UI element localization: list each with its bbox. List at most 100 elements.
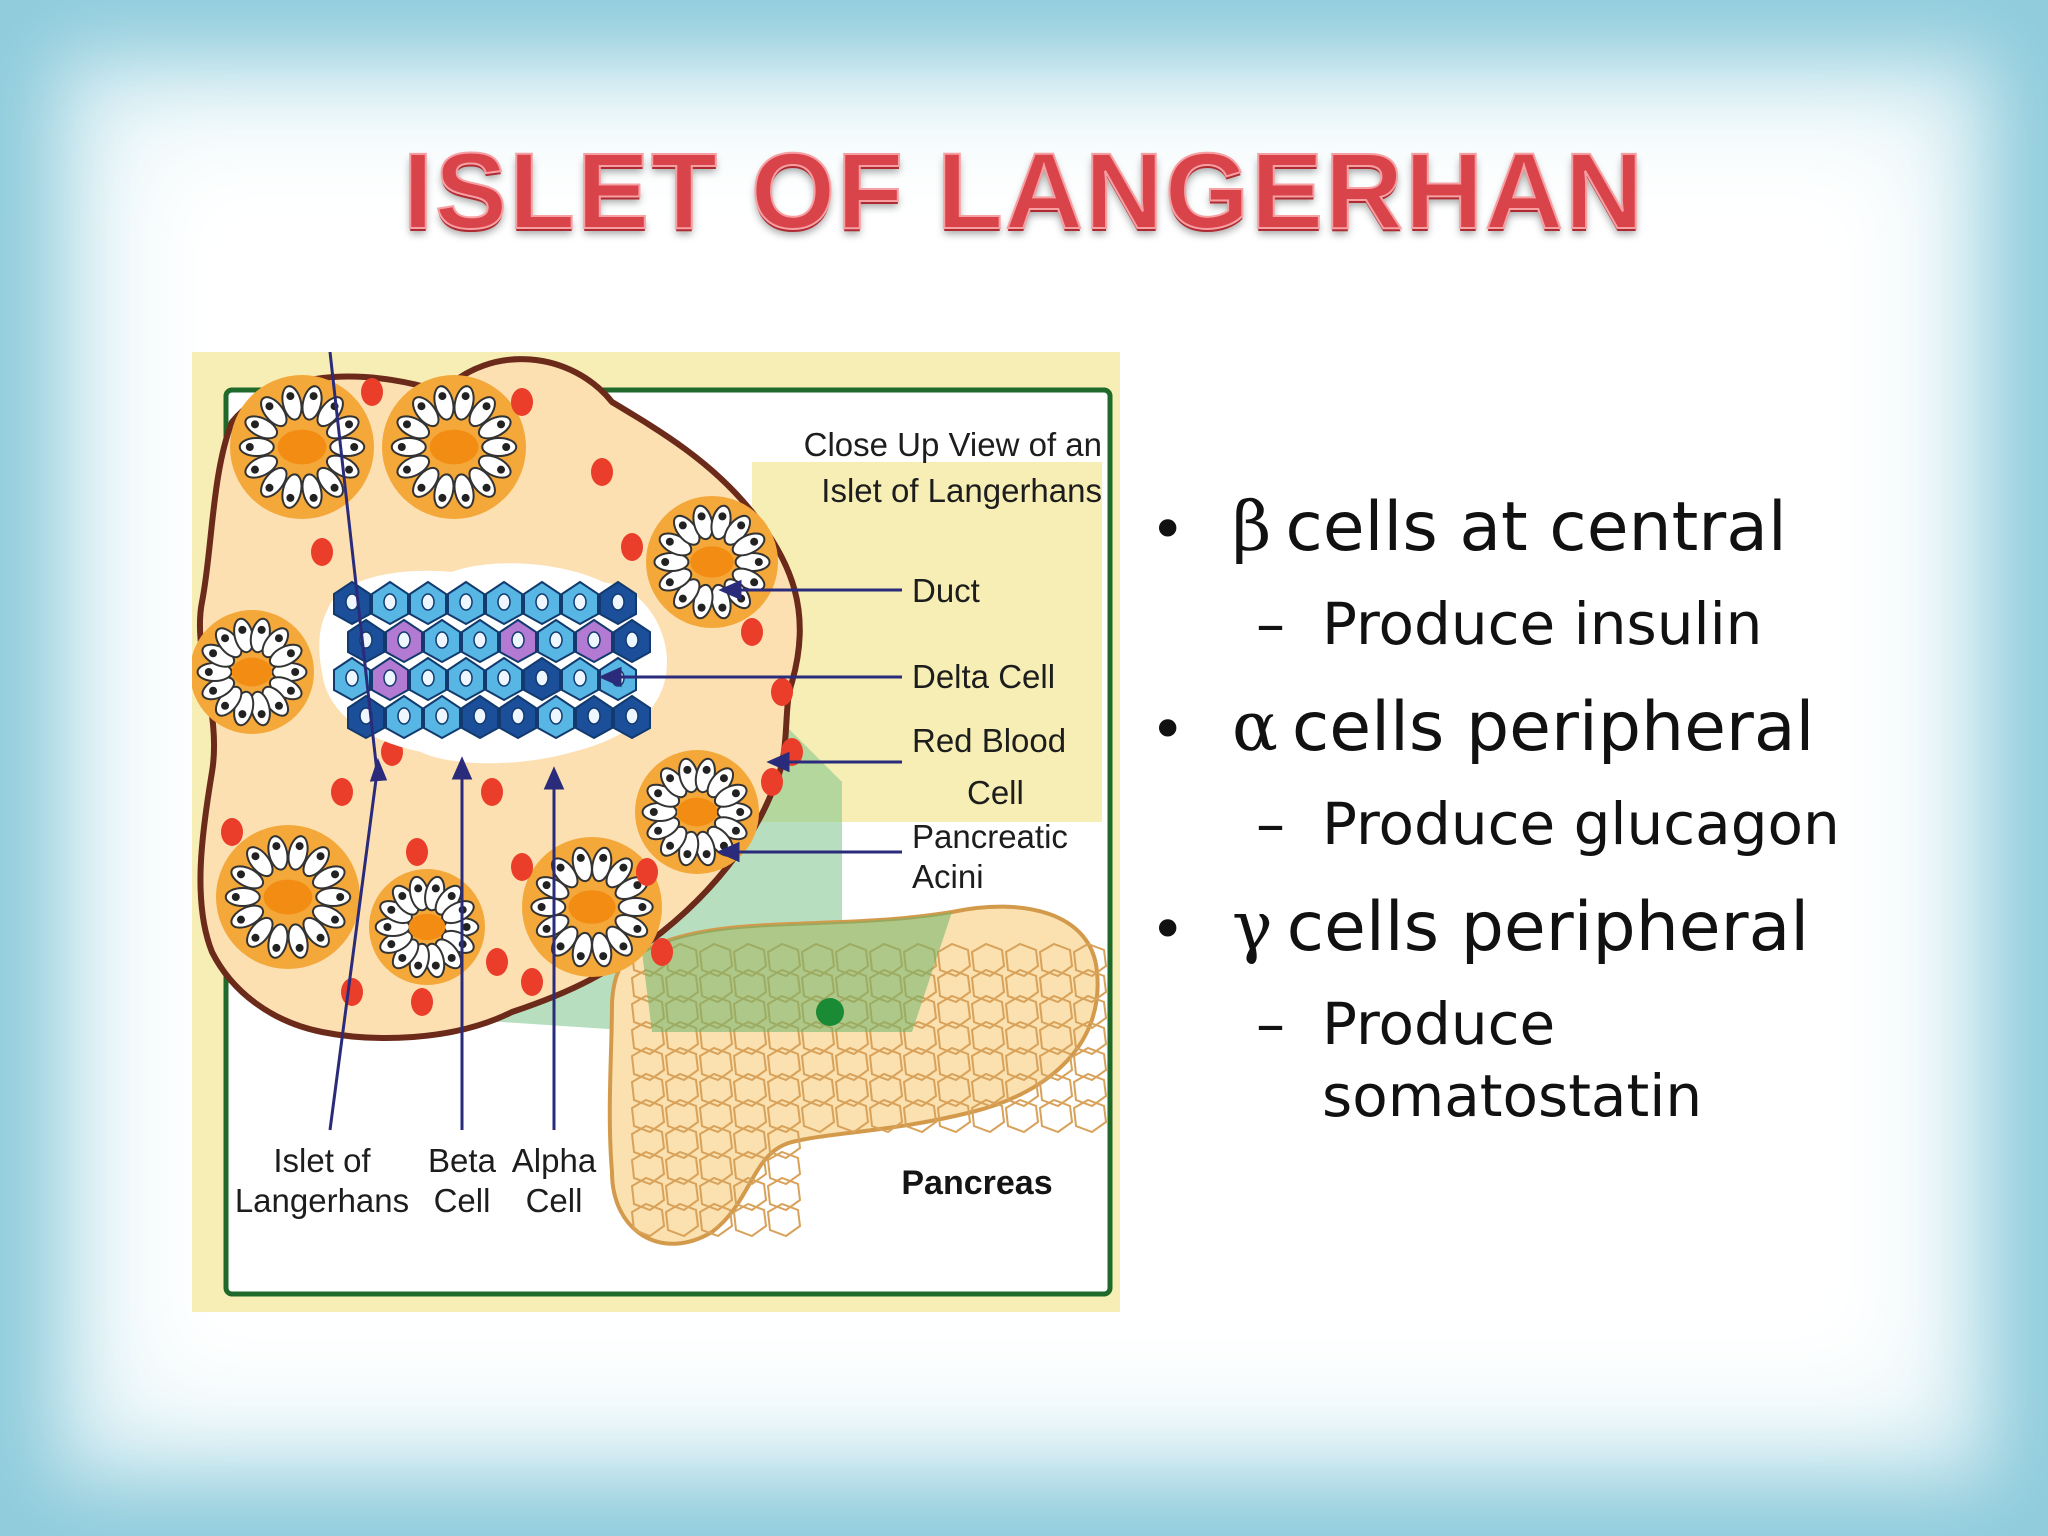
acinar-cell <box>224 887 261 907</box>
red-blood-cell <box>331 778 353 806</box>
pancreas-lobule <box>902 1020 938 1056</box>
red-blood-cell <box>311 538 333 566</box>
pancreas-lobule <box>766 1202 802 1238</box>
pancreas-lobule <box>664 1072 700 1108</box>
acinus-lumen <box>408 913 446 941</box>
acinar-nucleus <box>238 710 247 719</box>
islet-nucleus <box>421 669 435 687</box>
acinar-nucleus <box>383 923 392 931</box>
greek-symbol: β <box>1232 488 1272 567</box>
red-blood-cell <box>761 768 783 796</box>
islet-pointer <box>328 352 379 773</box>
acinar-nucleus <box>537 903 546 911</box>
pancreas-lobule <box>936 1072 972 1108</box>
acinar-nucleus <box>295 943 304 952</box>
pancreas-lobule <box>732 1176 768 1212</box>
acinar-nucleus <box>345 465 354 474</box>
pancreas-lobule <box>902 1072 938 1108</box>
islet-arrowhead <box>369 757 388 782</box>
pancreas-lobule <box>970 942 1006 978</box>
acinus <box>382 375 526 519</box>
label-islet-line2: Langerhans <box>235 1182 409 1219</box>
pancreas-lobule <box>664 1124 700 1160</box>
acinar-cell <box>617 897 654 917</box>
acinar-nucleus <box>397 443 406 451</box>
label-pointers <box>328 352 902 1131</box>
bullet-line: • γ cells peripheral <box>1150 886 2010 972</box>
red-blood-cell <box>511 388 533 416</box>
islet-nucleus <box>611 593 625 611</box>
islet-nucleus <box>587 707 601 725</box>
acinar-nucleus <box>245 443 254 451</box>
acinar-nucleus <box>556 863 565 872</box>
pancreas-lobule <box>732 1202 768 1238</box>
pancreas-lobule <box>868 1072 904 1108</box>
acinar-nucleus <box>619 863 628 872</box>
islet-nucleus <box>435 707 449 725</box>
acinar-nucleus <box>209 686 218 695</box>
acinar-nucleus <box>462 923 471 931</box>
acinar-nucleus <box>331 915 340 924</box>
acinar-nucleus <box>309 392 318 401</box>
acinar-nucleus <box>286 392 295 401</box>
acinar-nucleus <box>257 625 266 634</box>
pancreas-lobule <box>970 1046 1006 1082</box>
bullet-dot: • <box>1150 695 1186 765</box>
pancreas-lobule <box>970 1098 1006 1134</box>
islet-nucleus <box>587 631 601 649</box>
acinar-nucleus <box>250 420 259 429</box>
acinus-lumen <box>263 879 313 915</box>
acinar-nucleus <box>665 537 674 546</box>
acinus <box>635 750 759 874</box>
pancreas-lobule <box>766 1176 802 1212</box>
acinus-lumen <box>231 657 273 687</box>
bullet-text: cells peripheral <box>1291 688 1815 767</box>
red-blood-cell <box>621 533 643 561</box>
alpha-arrowhead <box>543 766 565 790</box>
acinar-nucleus <box>599 952 608 961</box>
red-blood-cell <box>486 948 508 976</box>
pancreas-lobule <box>1004 994 1040 1030</box>
pancreas-lobule <box>868 1098 904 1134</box>
sub-bullet-dash: – <box>1256 790 1285 858</box>
acinus-lumen <box>676 797 718 827</box>
islet-nucleus <box>473 631 487 649</box>
bullet-item: • β cells at central – Produce insulin <box>1150 486 2010 660</box>
pancreas-lobule <box>732 1098 768 1134</box>
pancreas-lobule <box>766 1098 802 1134</box>
acinar-nucleus <box>265 483 274 492</box>
acinar-nucleus <box>331 870 340 879</box>
pancreas-lobule <box>1072 1072 1108 1108</box>
acinar-nucleus <box>238 625 247 634</box>
pancreas-lobule <box>1072 1046 1108 1082</box>
sub-bullet-text: Produce glucagon <box>1322 790 1840 858</box>
pancreas-lobule <box>630 1072 666 1108</box>
sub-bullet-text: Produce somatostatin <box>1322 990 1703 1130</box>
red-blood-cell <box>771 678 793 706</box>
acinar-nucleus <box>497 420 506 429</box>
islet-nucleus <box>383 593 397 611</box>
pancreas-lobule <box>766 1124 802 1160</box>
islet-nucleus <box>397 707 411 725</box>
acinus <box>216 825 360 969</box>
acinar-nucleus <box>461 392 470 401</box>
pancreas-lobule <box>698 1176 734 1212</box>
acinar-nucleus <box>431 961 440 970</box>
islet-nucleus <box>549 707 563 725</box>
acinar-nucleus <box>330 483 339 492</box>
acinar-nucleus <box>350 443 359 451</box>
pancreas-lobule <box>800 1098 836 1134</box>
acinar-nucleus <box>697 603 706 612</box>
pancreas-lobule <box>1072 994 1108 1030</box>
acinar-cell <box>329 437 366 457</box>
pancreas-lobule <box>936 942 972 978</box>
pancreas-lobule <box>1072 1098 1108 1134</box>
pancreas-lobule <box>1038 968 1074 1004</box>
pancreas-highlight <box>642 912 952 1032</box>
acinar-nucleus <box>666 774 675 783</box>
pancreas-lobule <box>800 1072 836 1108</box>
pancreas-lobule <box>1004 968 1040 1004</box>
duct-arrowhead <box>718 579 742 601</box>
acinar-cell <box>481 437 518 457</box>
pancreas-lobule <box>902 1046 938 1082</box>
